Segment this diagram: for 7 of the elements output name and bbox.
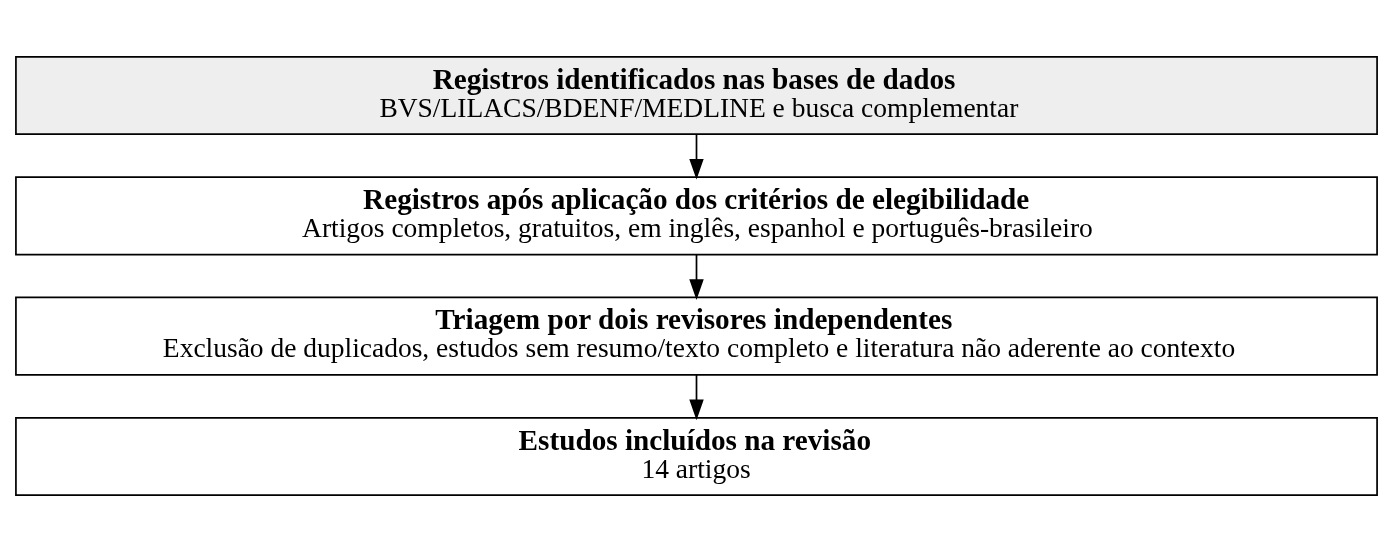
node-box: Estudos incluídos na revisão 14 artigos [15, 416, 1378, 496]
node-box: Registros após aplicação dos critérios de elegibilidade Artigos completos, gratuitos, em inglês, espanhol e português-brasileiro [15, 176, 1378, 256]
node-box: Registros identificados nas bases de dados BVS/LILACS/BDENF/MEDLINE e busca complementar [15, 56, 1378, 136]
arrow [689, 374, 704, 421]
arrow [689, 133, 704, 180]
arrow [689, 253, 704, 300]
node-box: Triagem por dois revisores independentes Exclusão de duplicados, estudos sem resumo/texto completo e literatura não aderente ao contexto [15, 296, 1378, 376]
